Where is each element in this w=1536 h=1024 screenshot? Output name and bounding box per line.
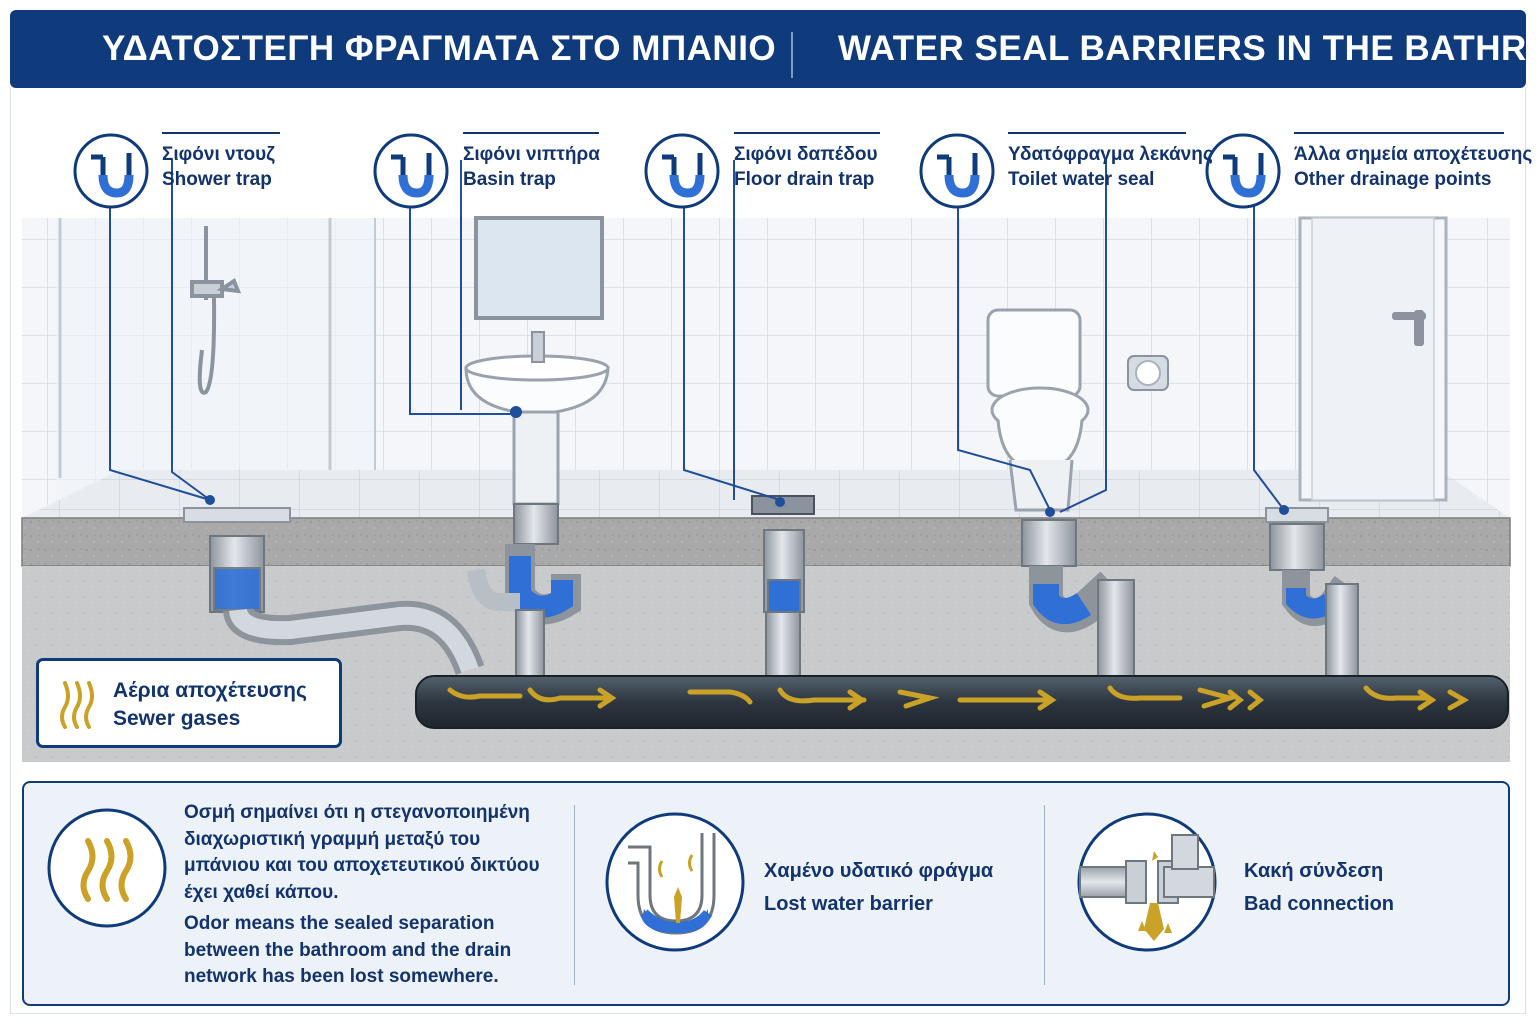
lost-water-barrier-el: Χαμένο υδατικό φράγμα: [764, 860, 994, 882]
explanation-english: Odor means the sealed separation between…: [184, 911, 511, 991]
lost-water-barrier-text: Χαμένο υδατικό φράγμα Lost water barrier: [764, 858, 993, 918]
title-divider: [791, 32, 793, 78]
shower-trap-label-el: Σιφόνι ντουζ: [162, 144, 275, 165]
legend-el: Αέρια αποχέτευσης: [113, 679, 307, 702]
toilet: [986, 308, 1090, 512]
shower-drain: [183, 507, 291, 523]
floor-drain-trap-label: Σιφόνι δαπέδου Floor drain trap: [734, 132, 880, 192]
sewer-gas-legend: Αέρια αποχέτευσης Sewer gases: [36, 658, 342, 748]
sewer-gas-icon: [60, 681, 94, 729]
title-bar: ΥΔΑΤΟΣΤΕΓΗ ΦΡΑΓΜΑΤΑ ΣΤΟ ΜΠΑΝΙΟ WATER SEA…: [10, 10, 1536, 88]
explanation-el-line-1: Οσμή σημαίνει ότι η στεγανοποιημένη: [184, 802, 530, 823]
basin-trap-label-en: Basin trap: [463, 169, 556, 190]
basin-trap-label: Σιφόνι νιπτήρα Basin trap: [463, 132, 600, 192]
toilet-water-seal-label: Υδατόφραγμα λεκάνης Toilet water seal: [1008, 132, 1213, 192]
shower-trap-label-en: Shower trap: [162, 169, 272, 190]
bad-connection-icon: [1077, 812, 1217, 952]
basin-trap-label-el: Σιφόνι νιπτήρα: [463, 144, 600, 165]
explanation-greek: Οσμή σημαίνει ότι η στεγανοποιημένη διαχ…: [184, 800, 540, 906]
bad-connection-text: Κακή σύνδεση Bad connection: [1244, 858, 1394, 918]
leader-lines: [109, 160, 1285, 513]
title-english: WATER SEAL BARRIERS IN THE BATHROOM: [838, 29, 1536, 68]
mirror: [474, 216, 604, 320]
toilet-paper-holder: [1127, 355, 1169, 391]
explanation-el-line-3: μπάνιου και του αποχετευτικού δικτύου: [184, 855, 540, 876]
bad-connection-el: Κακή σύνδεση: [1244, 860, 1384, 882]
panel-divider: [574, 805, 575, 985]
other-drain: [1265, 507, 1329, 523]
legend-en: Sewer gases: [113, 707, 241, 730]
shower-fixture: [190, 226, 242, 395]
floor-drain-trap-label-el: Σιφόνι δαπέδου: [734, 144, 878, 165]
toilet-water-seal-label-en: Toilet water seal: [1008, 169, 1155, 190]
explanation-panel: Οσμή σημαίνει ότι η στεγανοποιημένη διαχ…: [22, 781, 1510, 1006]
other-drainage-points-label-en: Other drainage points: [1294, 169, 1492, 190]
odor-icon: [47, 808, 167, 928]
other-drainage-points-label: Άλλα σημεία αποχέτευσης Other drainage p…: [1294, 132, 1533, 192]
trap-icons: [73, 133, 1281, 209]
trap-pipes: [209, 503, 1359, 677]
lost-water-barrier-en: Lost water barrier: [764, 893, 933, 915]
other-drainage-points-label-el: Άλλα σημεία αποχέτευσης: [1294, 144, 1533, 165]
explanation-en-line-2: between the bathroom and the drain: [184, 939, 512, 961]
shower-trap-label: Σιφόνι ντουζ Shower trap: [162, 132, 280, 192]
bathroom-illustration: [21, 133, 1511, 762]
bad-connection-en: Bad connection: [1244, 893, 1395, 915]
floor-drain-trap-label-en: Floor drain trap: [734, 169, 875, 190]
legend-text: Αέρια αποχέτευσης Sewer gases: [113, 677, 307, 733]
panel-divider-2: [1044, 805, 1045, 985]
lost-water-barrier-icon: [605, 812, 745, 952]
explanation-en-line-1: Odor means the sealed separation: [184, 913, 495, 934]
explanation-el-line-4: έχει χαθεί κάπου.: [184, 881, 339, 903]
toilet-water-seal-label-el: Υδατόφραγμα λεκάνης: [1008, 144, 1213, 165]
sewer-gas-arrows: [447, 685, 1470, 711]
wash-basin: [464, 331, 610, 506]
diagram-frame: [10, 88, 1526, 1014]
bathroom-floor: [22, 470, 1510, 518]
explanation-el-line-2: διαχωριστική γραμμή μεταξύ του: [184, 828, 481, 850]
title-greek: ΥΔΑΤΟΣΤΕΓΗ ΦΡΑΓΜΑΤΑ ΣΤΟ ΜΠΑΝΙΟ: [102, 29, 777, 68]
explanation-en-line-3: network has been lost somewhere.: [184, 966, 499, 987]
